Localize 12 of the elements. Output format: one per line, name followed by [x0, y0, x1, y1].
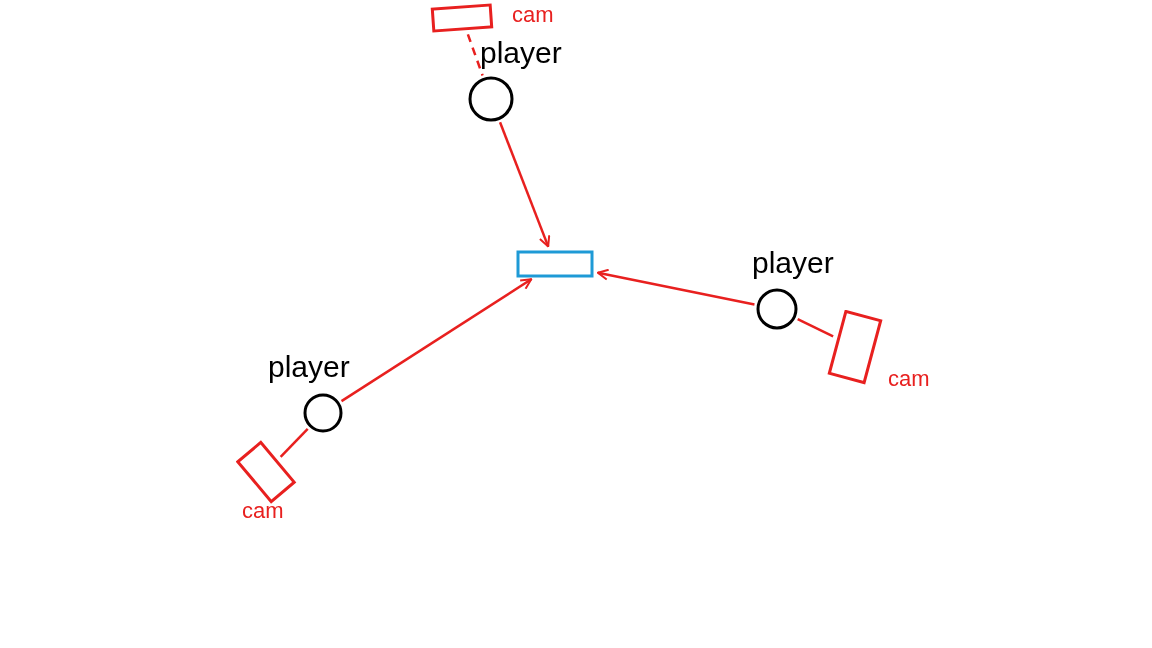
player-label: player: [480, 38, 562, 68]
player-label: player: [268, 352, 350, 382]
arrow: [340, 278, 533, 403]
player-label: player: [752, 248, 834, 278]
connector-line: [279, 427, 309, 458]
connector-line: [466, 34, 484, 76]
camera-label: cam: [242, 500, 284, 522]
connector-line: [797, 317, 834, 338]
arrow: [498, 121, 551, 248]
camera-label: cam: [888, 368, 930, 390]
camera-label: cam: [512, 4, 554, 26]
arrow: [596, 268, 755, 306]
